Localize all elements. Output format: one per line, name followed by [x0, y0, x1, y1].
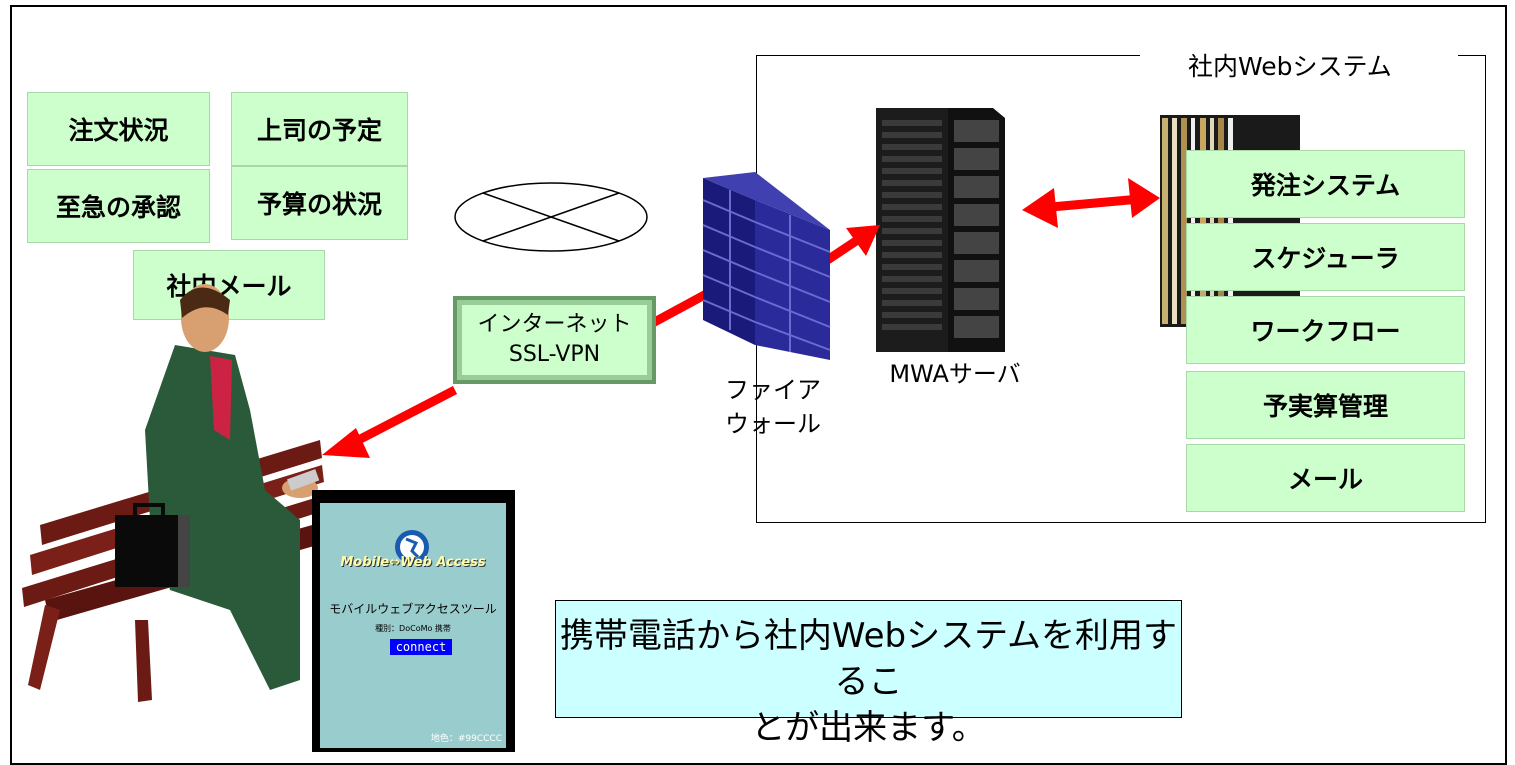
firewall-label-line1: ファイア [725, 376, 821, 404]
web-system-title-gap [1140, 48, 1458, 62]
arrow-internet-to-phone [322, 386, 458, 458]
budget-status-box: 予算の状況 [231, 166, 408, 240]
phone-type-label: 種別：DoCoMo 携帯 [375, 624, 451, 633]
phone-connect-button[interactable]: connect [390, 639, 452, 655]
note-line2: とが出来ます。 [751, 708, 986, 748]
system-item-budget-label: 予実算管理 [1262, 392, 1388, 421]
mobile-web-access-logo-icon [395, 530, 429, 564]
system-item-workflow: ワークフロー [1186, 296, 1465, 364]
note-line1: 携帯電話から社内Webシステムを利用するこ [559, 616, 1178, 702]
system-item-ordering: 発注システム [1186, 150, 1465, 218]
description-note: 携帯電話から社内Webシステムを利用するこ とが出来ます。 [555, 600, 1182, 748]
system-item-scheduler: スケジューラ [1186, 223, 1465, 291]
ssl-vpn-label: SSL-VPN [508, 342, 601, 367]
system-item-mail: メール [1186, 444, 1465, 512]
firewall-label: ファイア ウォール [718, 373, 828, 441]
phone-device: Mobile⇔Web Access モバイルウェブアクセスツール 種別：DoCo… [312, 490, 515, 752]
order-status-box: 注文状況 [27, 92, 210, 166]
system-item-mail-label: メール [1287, 465, 1363, 494]
system-item-ordering-label: 発注システム [1250, 171, 1401, 200]
boss-schedule-box: 上司の予定 [231, 92, 408, 166]
budget-status-label: 予算の状況 [256, 190, 382, 219]
system-item-workflow-label: ワークフロー [1250, 317, 1401, 346]
phone-screen: Mobile⇔Web Access モバイルウェブアクセスツール 種別：DoCo… [320, 503, 506, 748]
urgent-approval-box: 至急の承認 [27, 169, 210, 243]
arrow-server-to-system [1022, 178, 1160, 228]
system-item-budget: 予実算管理 [1186, 371, 1465, 439]
order-status-label: 注文状況 [68, 116, 169, 145]
internal-mail-box: 社内メール [133, 250, 325, 320]
firewall-label-line2: ウォール [725, 410, 821, 438]
phone-app-title: モバイルウェブアクセスツール [329, 602, 497, 616]
mwa-server-icon [876, 108, 1005, 352]
internet-label: インターネット [477, 312, 632, 337]
phone-bgcolor-label: 地色：#99CCCC [430, 734, 502, 744]
businessman-on-bench-icon [22, 284, 335, 702]
firewall-icon [702, 172, 831, 360]
boss-schedule-label: 上司の予定 [256, 116, 382, 145]
network-cloud-icon [454, 182, 648, 252]
phone-logo-text: Mobile⇔Web Access [340, 555, 486, 570]
mwa-server-label: MWAサーバ [889, 360, 1021, 388]
internet-vpn-box: インターネット SSL-VPN [453, 296, 656, 384]
system-item-scheduler-label: スケジューラ [1251, 244, 1400, 273]
urgent-approval-label: 至急の承認 [55, 193, 181, 222]
web-system-title: 社内Webシステム [1188, 52, 1392, 81]
